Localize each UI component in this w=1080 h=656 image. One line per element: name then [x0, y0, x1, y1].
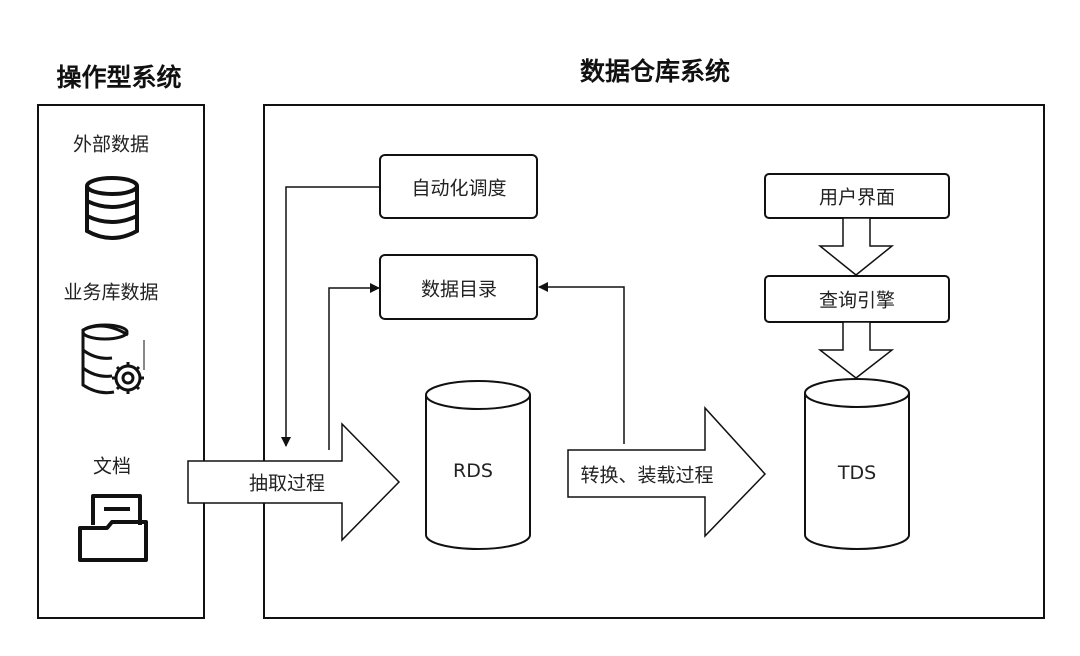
external-data-label: 外部数据: [72, 133, 150, 156]
warehouse-system-frame: [263, 104, 1045, 619]
transform-load-arrow: [567, 406, 767, 538]
extract-to-catalog-connector: [328, 283, 380, 450]
transform-to-catalog-connector: [538, 282, 625, 444]
warehouse-system-title: 数据仓库系统: [579, 57, 731, 86]
transform-load-process-label: 转换、装载过程: [580, 464, 714, 487]
business-db-data-label: 业务库数据: [63, 281, 159, 304]
ui-to-engine-arrow: [817, 217, 895, 276]
user-interface-label: 用户界面: [818, 186, 896, 209]
operational-system-frame: [37, 104, 205, 619]
extract-arrow: [187, 422, 401, 542]
tds-cylinder: [804, 378, 910, 550]
engine-to-tds-arrow: [817, 321, 895, 379]
rds-label: RDS: [453, 460, 493, 482]
document-folder-icon: [78, 494, 148, 562]
extract-process-label: 抽取过程: [248, 472, 326, 495]
tds-label: TDS: [837, 462, 877, 484]
query-engine-label: 查询引擎: [818, 289, 896, 312]
database-icon: [85, 176, 139, 240]
rds-cylinder: [425, 380, 531, 550]
catalog-box: [379, 254, 538, 320]
database-gear-icon: [81, 323, 145, 395]
operational-system-title: 操作型系统: [56, 63, 182, 92]
scheduler-label: 自动化调度: [411, 177, 507, 200]
scheduler-to-extract-connector: [281, 186, 380, 447]
catalog-label: 数据目录: [420, 278, 498, 301]
document-label: 文档: [92, 455, 132, 478]
